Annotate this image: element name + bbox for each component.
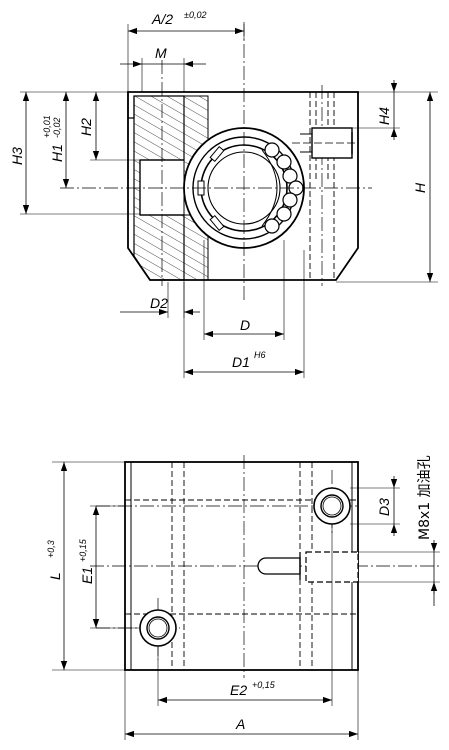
dim-h1: H1 — [49, 144, 65, 162]
dim-h2: H2 — [78, 118, 94, 136]
dim-a-half: A/2 — [151, 11, 173, 27]
dim-l: L — [47, 572, 63, 580]
dim-a-half-tol: ±0,02 — [184, 10, 206, 20]
dim-d3: D3 — [376, 498, 392, 516]
dim-d: D — [240, 317, 250, 333]
bolt-hole-upper — [313, 487, 351, 525]
dim-h4: H4 — [376, 107, 392, 125]
dim-d2: D2 — [150, 295, 168, 311]
dim-h1-tol-plus: +0,01 — [42, 115, 52, 138]
dim-e1-tol: +0,15 — [78, 538, 88, 562]
dim-h1-tol-minus: -0,02 — [52, 117, 62, 138]
dim-e2-tol: +0,15 — [252, 680, 276, 690]
top-view: L +0,3 E1 +0,15 D3 M8x1 加油孔 E2 +0,15 A — [46, 455, 440, 740]
dim-e2: E2 — [230, 682, 247, 698]
dim-h: H — [412, 182, 428, 193]
dim-m: M — [155, 45, 167, 61]
lube-fitting-top — [257, 551, 359, 583]
dim-a: A — [235, 716, 245, 732]
dim-l-tol: +0,3 — [46, 540, 56, 558]
dim-h3: H3 — [9, 147, 25, 165]
bolt-hole-lower — [139, 609, 177, 647]
dim-e1: E1 — [79, 567, 95, 584]
dim-d1: D1 — [232, 354, 250, 370]
thread-label: M8x1 加油孔 — [417, 455, 433, 540]
front-view: A/2 ±0,02 M H3 H1 +0,01 -0,02 H2 H4 H D2… — [9, 10, 438, 378]
dim-d1-fit: H6 — [254, 350, 266, 360]
